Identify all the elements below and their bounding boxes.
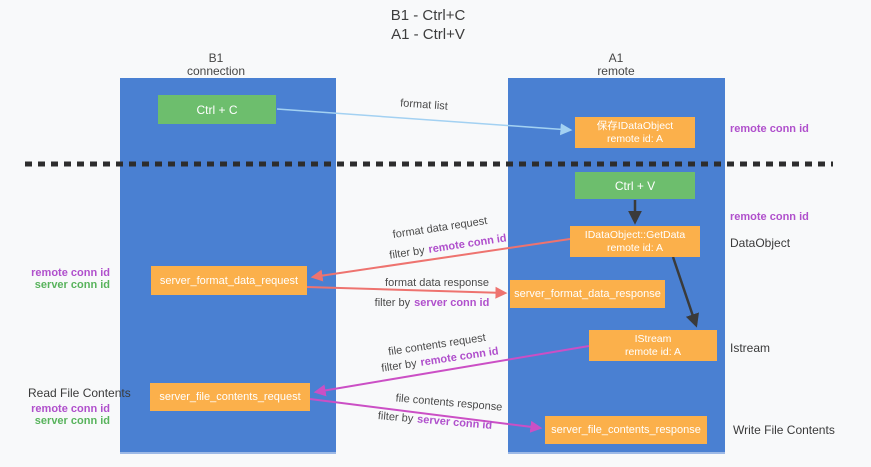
node-server-format-data-response: server_format_data_response xyxy=(510,280,665,308)
node-server-file-contents-response: server_file_contents_response xyxy=(545,416,707,444)
node-server-file-contents-response-label: server_file_contents_response xyxy=(551,424,701,436)
file-contents-request-arrow xyxy=(313,345,590,397)
format-list-arrow xyxy=(276,108,573,136)
getdata-to-istream-arrow xyxy=(671,256,699,328)
format-data-response-arrow xyxy=(306,286,508,299)
annotation-remote-conn-id-left-1: remote conn id xyxy=(31,267,110,279)
node-saved-idataobject-line1: 保存IDataObject xyxy=(596,119,674,132)
node-istream-line1: IStream xyxy=(634,332,672,345)
node-server-format-data-request-label: server_format_data_request xyxy=(159,274,299,287)
node-server-file-contents-request: server_file_contents_request xyxy=(150,383,310,411)
node-getdata-line1: IDataObject::GetData xyxy=(584,228,686,241)
lane-header-a1: A1 remote xyxy=(556,52,676,78)
annotation-remote-conn-id-left-2: remote conn id xyxy=(31,403,110,415)
lane-b1-subtitle: connection xyxy=(186,64,246,78)
lane-a1-subtitle: remote xyxy=(597,64,635,78)
node-ctrl-v-label: Ctrl + V xyxy=(614,178,656,193)
node-saved-idataobject: 保存IDataObject remote id: A xyxy=(575,117,695,148)
node-ctrl-v: Ctrl + V xyxy=(575,172,695,199)
node-ctrl-c: Ctrl + C xyxy=(158,95,276,124)
annotation-istream: Istream xyxy=(730,341,771,355)
node-saved-idataobject-line2: remote id: A xyxy=(606,132,664,145)
annotation-read-file-contents: Read File Contents xyxy=(28,386,131,400)
node-istream: IStream remote id: A xyxy=(589,330,717,361)
diagram-title: B1 - Ctrl+C A1 - Ctrl+V xyxy=(318,6,538,44)
lane-b1-name: B1 xyxy=(208,51,224,65)
annotation-remote-conn-id-mid-right: remote conn id xyxy=(730,211,809,223)
format-data-request-arrow xyxy=(310,238,571,282)
annotation-server-conn-id-left-1: server conn id xyxy=(34,279,110,291)
node-server-file-contents-request-label: server_file_contents_request xyxy=(159,391,301,403)
node-istream-line2: remote id: A xyxy=(624,345,682,358)
node-ctrl-c-label: Ctrl + C xyxy=(196,102,238,117)
annotation-remote-conn-id-top-right: remote conn id xyxy=(730,123,809,135)
file-contents-response-arrow xyxy=(309,398,543,433)
lane-header-b1: B1 connection xyxy=(156,52,276,78)
node-server-format-data-request: server_format_data_request xyxy=(151,266,307,295)
node-getdata: IDataObject::GetData remote id: A xyxy=(570,226,700,257)
server-conn-id-text: server conn id xyxy=(414,297,490,309)
annotation-dataobject: DataObject xyxy=(730,236,791,250)
node-getdata-line2: remote id: A xyxy=(606,241,664,254)
filter-by-text: filter by xyxy=(374,297,411,309)
annotation-server-conn-id-left-2: server conn id xyxy=(34,415,110,427)
node-server-format-data-response-label: server_format_data_response xyxy=(514,288,661,300)
label-format-data-response: format data response xyxy=(385,277,489,289)
annotation-write-file-contents: Write File Contents xyxy=(733,423,835,437)
left-annotation-stack-format: remote conn id server conn id xyxy=(5,267,110,291)
title-line-1: B1 - Ctrl+C xyxy=(390,7,466,24)
title-line-2: A1 - Ctrl+V xyxy=(391,26,465,43)
lane-a1-name: A1 xyxy=(608,51,624,65)
left-annotation-stack-file: remote conn id server conn id xyxy=(5,403,110,427)
